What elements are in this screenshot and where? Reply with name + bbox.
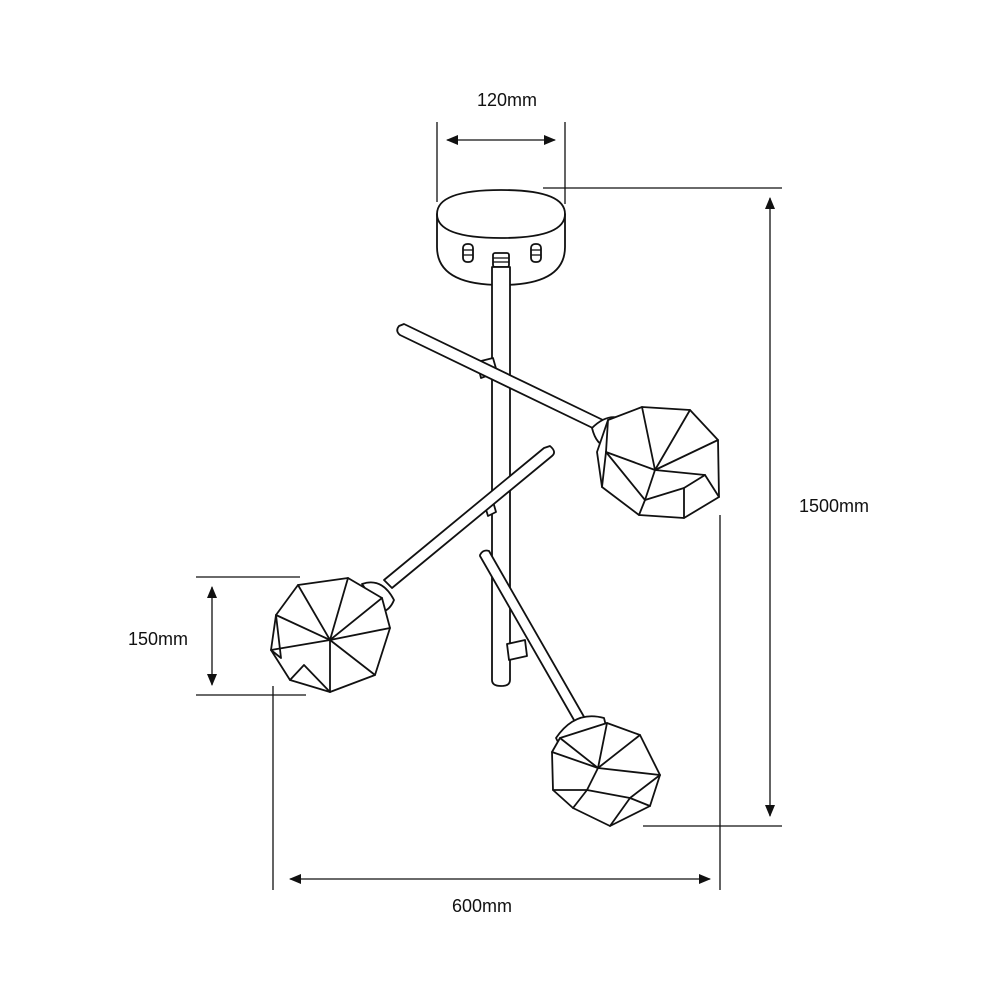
dimension-total-height: 1500mm bbox=[543, 187, 869, 827]
canopy-width-label: 120mm bbox=[477, 90, 537, 110]
dimension-shade-height: 150mm bbox=[128, 576, 306, 696]
glass-shade-right bbox=[591, 406, 720, 519]
central-rod bbox=[491, 252, 511, 687]
canopy-screw-right bbox=[530, 243, 542, 263]
arm-middle bbox=[383, 445, 555, 589]
total-height-label: 1500mm bbox=[799, 496, 869, 516]
dimension-canopy-width: 120mm bbox=[436, 90, 566, 204]
total-width-label: 600mm bbox=[452, 896, 512, 916]
ceiling-canopy bbox=[436, 189, 566, 286]
arm-connector bbox=[506, 639, 528, 661]
shade-height-label: 150mm bbox=[128, 629, 188, 649]
glass-shade-bottom bbox=[551, 715, 661, 827]
canopy-screw-left bbox=[462, 243, 474, 263]
arm-upper bbox=[396, 323, 606, 433]
dimension-total-width: 600mm bbox=[272, 515, 721, 916]
glass-shade-left bbox=[270, 577, 395, 693]
